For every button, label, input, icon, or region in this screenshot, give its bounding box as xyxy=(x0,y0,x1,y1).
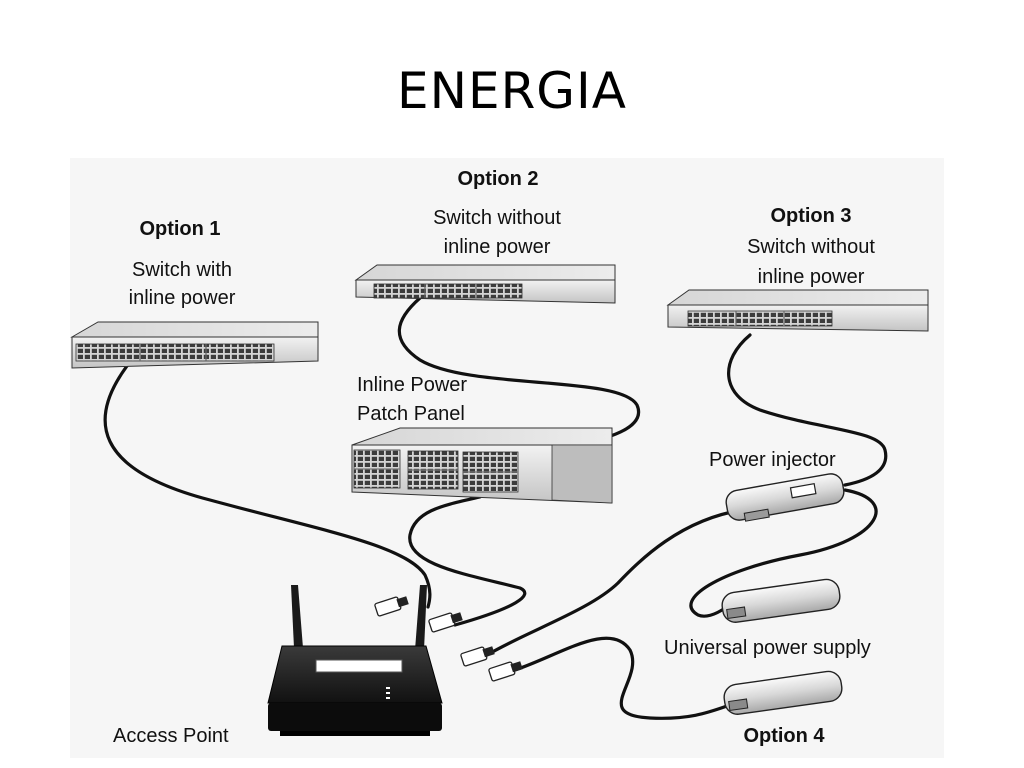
cable-option3-switch-to-injector xyxy=(727,333,888,487)
option4-title: Option 4 xyxy=(743,725,825,747)
slide-title: ENERGIA xyxy=(396,62,628,120)
option3-desc-line1: Switch without xyxy=(747,236,875,258)
power-injector-label: Power injector xyxy=(709,449,836,471)
universal-power-supply-option3 xyxy=(721,578,841,623)
option2-title: Option 2 xyxy=(457,168,538,190)
switch-option1 xyxy=(70,321,319,369)
option1-desc-line1: Switch with xyxy=(132,259,232,281)
access-point xyxy=(267,585,443,736)
cable-option1 xyxy=(103,360,432,609)
universal-power-supply-label: Universal power supply xyxy=(664,637,871,659)
patch-panel-label-line1: Inline Power xyxy=(357,374,467,396)
cable-option4 xyxy=(513,636,732,720)
cable-option2-switch-to-panel xyxy=(397,296,641,449)
option2-desc-line2: inline power xyxy=(444,236,551,258)
rj45-connectors xyxy=(374,596,523,682)
option1-title: Option 1 xyxy=(139,218,220,240)
inline-power-patch-panel xyxy=(351,427,613,504)
option1-desc-line2: inline power xyxy=(129,287,236,309)
cable-option2-panel-to-ap xyxy=(408,495,527,627)
option3-title: Option 3 xyxy=(770,205,851,227)
labels: Option 1 Switch with inline power Option… xyxy=(113,168,875,747)
patch-panel-label-line2: Patch Panel xyxy=(357,403,465,425)
cables xyxy=(103,296,888,720)
switch-option2 xyxy=(354,264,616,304)
cable-option3-injector-to-ap xyxy=(485,508,744,657)
access-point-label: Access Point xyxy=(113,725,229,747)
cable-option3-injector-to-psu xyxy=(689,488,878,618)
switch-option3 xyxy=(666,289,929,332)
universal-power-supply-option4 xyxy=(723,670,843,715)
network-diagram: Option 1 Switch with inline power Option… xyxy=(70,158,944,758)
power-injector xyxy=(725,473,845,522)
option2-desc-line1: Switch without xyxy=(433,207,561,229)
option3-desc-line2: inline power xyxy=(758,266,865,288)
